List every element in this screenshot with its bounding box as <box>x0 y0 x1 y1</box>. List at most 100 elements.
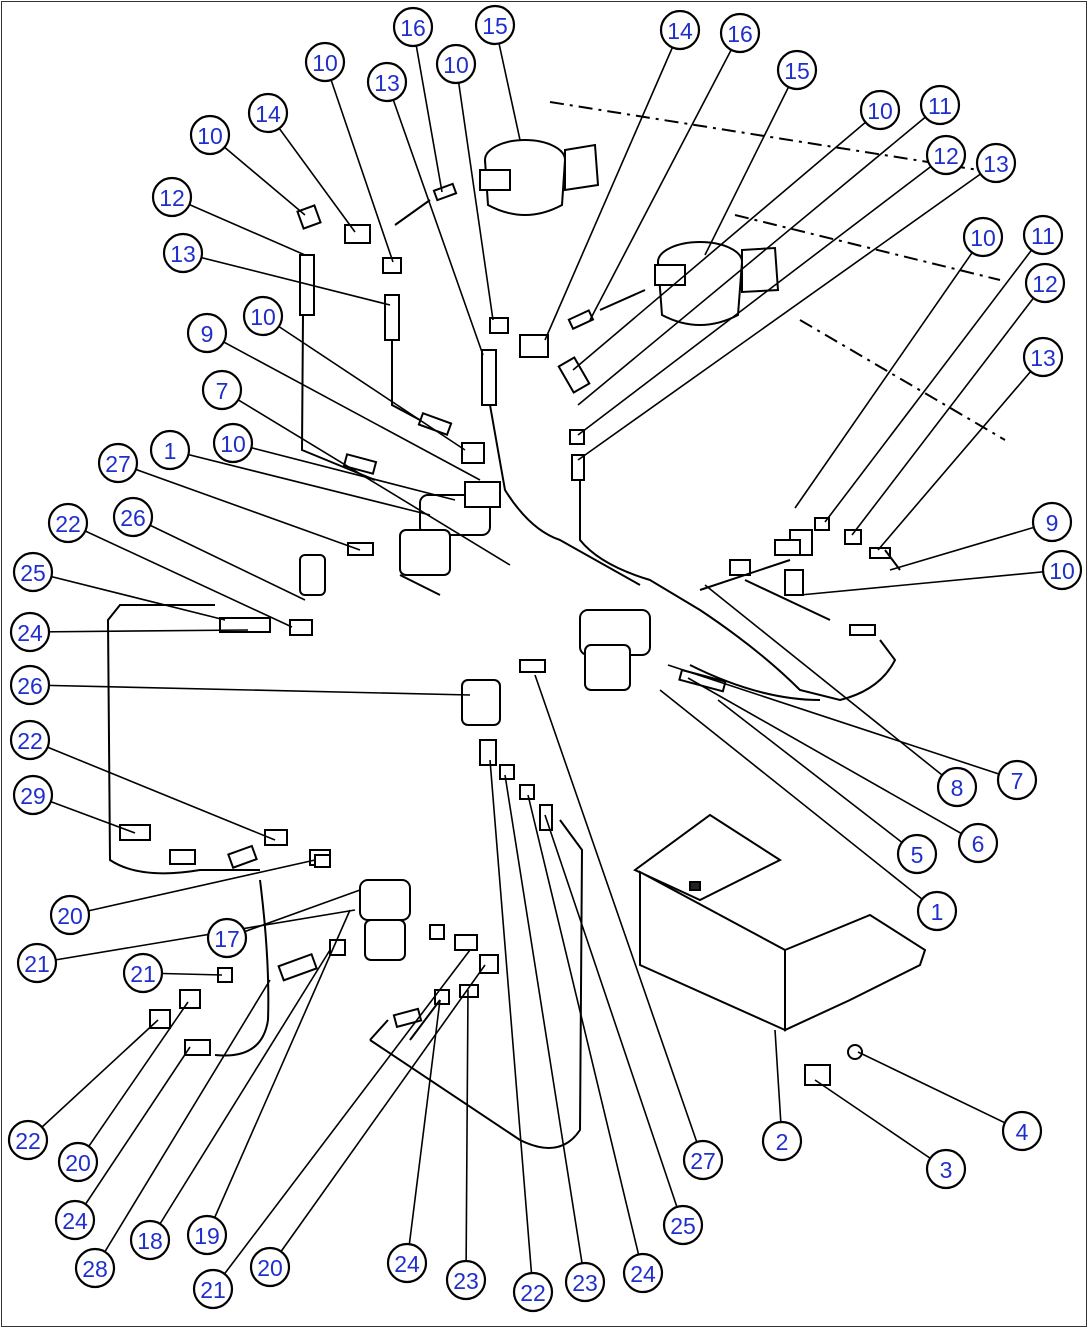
callout-circle <box>1001 1110 1043 1152</box>
callout-number: 10 <box>250 304 276 330</box>
callout-circle <box>74 1247 116 1289</box>
mounting-line-mid <box>734 214 1001 281</box>
callout-circle <box>122 952 164 994</box>
callout-number: 27 <box>105 451 131 477</box>
callout-number: 4 <box>1016 1119 1029 1145</box>
leader-line-22 <box>27 1019 159 1141</box>
callout-24: 24 <box>386 1242 428 1284</box>
leader-line-10 <box>324 61 394 263</box>
leader-line-11 <box>577 104 941 406</box>
callout-number: 12 <box>159 185 185 211</box>
leader-line-14 <box>544 29 681 341</box>
callout-circle <box>386 1242 428 1284</box>
callout-13: 13 <box>1022 336 1064 378</box>
callout-circle <box>564 1261 606 1303</box>
callout-12: 12 <box>925 134 967 176</box>
leader-line-12 <box>577 154 947 436</box>
callout-24: 24 <box>622 1252 664 1294</box>
callout-circle <box>435 43 477 85</box>
callout-number: 16 <box>400 15 426 41</box>
callout-number: 10 <box>867 98 893 124</box>
leader-line-1 <box>659 689 938 912</box>
callout-10: 10 <box>859 89 901 131</box>
callout-circle <box>242 295 284 337</box>
leader-line-10 <box>799 569 1063 596</box>
callout-circle <box>54 1199 96 1241</box>
callout-number: 23 <box>453 1268 479 1294</box>
callout-number: 24 <box>17 620 43 646</box>
leader-line-20 <box>77 1001 189 1163</box>
callout-number: 14 <box>255 101 281 127</box>
leader-line-22 <box>29 739 276 841</box>
leader-line-9 <box>206 332 481 481</box>
callout-circle <box>201 369 243 411</box>
callout-circle <box>962 216 1004 258</box>
air-tank-upper <box>432 139 600 216</box>
callout-number: 12 <box>1032 271 1058 297</box>
callout-20: 20 <box>49 894 91 936</box>
callout-21: 21 <box>192 1268 234 1310</box>
callout-circle <box>859 89 901 131</box>
line-art <box>106 101 1011 1149</box>
callout-number: 17 <box>214 926 240 952</box>
leader-line-5 <box>717 699 918 855</box>
callout-13: 13 <box>975 142 1017 184</box>
callout-number: 28 <box>82 1256 108 1282</box>
leader-line-20 <box>269 964 486 1268</box>
callout-5: 5 <box>896 833 938 875</box>
callout-circle <box>975 142 1017 184</box>
callout-number: 22 <box>55 511 81 537</box>
callout-circle <box>1022 336 1064 378</box>
callout-number: 10 <box>1049 558 1075 584</box>
callout-circle <box>1024 262 1066 304</box>
callout-1: 1 <box>149 429 191 471</box>
callout-26: 26 <box>112 496 154 538</box>
callout-number: 26 <box>17 673 43 699</box>
callout-circle <box>919 84 961 126</box>
callout-number: 24 <box>62 1208 88 1234</box>
leader-line-13 <box>877 356 1044 551</box>
leader-line-24 <box>527 794 644 1274</box>
callout-number: 24 <box>630 1261 656 1287</box>
callout-circle <box>366 61 408 103</box>
callout-16: 16 <box>392 6 434 48</box>
callout-number: 5 <box>911 842 924 868</box>
callout-22: 22 <box>47 502 89 544</box>
callout-14: 14 <box>247 92 289 134</box>
callout-20: 20 <box>57 1141 99 1183</box>
callout-number: 8 <box>951 775 964 801</box>
callout-number: 14 <box>667 18 693 44</box>
callout-number: 22 <box>17 728 43 754</box>
callout-3: 3 <box>925 1148 967 1190</box>
callout-number: 1 <box>931 899 944 925</box>
leader-line-10 <box>572 109 881 371</box>
leader-line-10 <box>209 134 306 216</box>
callout-circle <box>304 41 346 83</box>
callout-10: 10 <box>435 43 477 85</box>
leader-line-24 <box>406 999 441 1264</box>
callout-circle <box>512 1271 554 1313</box>
callout-circle <box>936 766 978 808</box>
callout-23: 23 <box>445 1259 487 1301</box>
callout-11: 11 <box>1022 214 1064 256</box>
callout-number: 11 <box>928 93 952 119</box>
callout-circle <box>1022 214 1064 256</box>
leader-line-7 <box>667 664 1018 781</box>
callout-number: 16 <box>727 21 753 47</box>
callout-10: 10 <box>242 295 284 337</box>
leader-line-25 <box>544 814 684 1226</box>
callout-circle <box>7 1119 49 1161</box>
callout-number: 25 <box>670 1213 696 1239</box>
leader-line-13 <box>386 81 484 356</box>
leader-line-23 <box>465 989 469 1281</box>
callout-number: 13 <box>170 241 196 267</box>
leader-line-10 <box>262 315 466 451</box>
callout-9: 9 <box>1031 501 1073 543</box>
valve-assembly-left <box>289 481 501 636</box>
callout-circle <box>49 894 91 936</box>
callout-number: 10 <box>312 50 338 76</box>
leader-line-26 <box>132 516 306 601</box>
callout-10: 10 <box>962 216 1004 258</box>
callout-circle <box>1041 549 1083 591</box>
